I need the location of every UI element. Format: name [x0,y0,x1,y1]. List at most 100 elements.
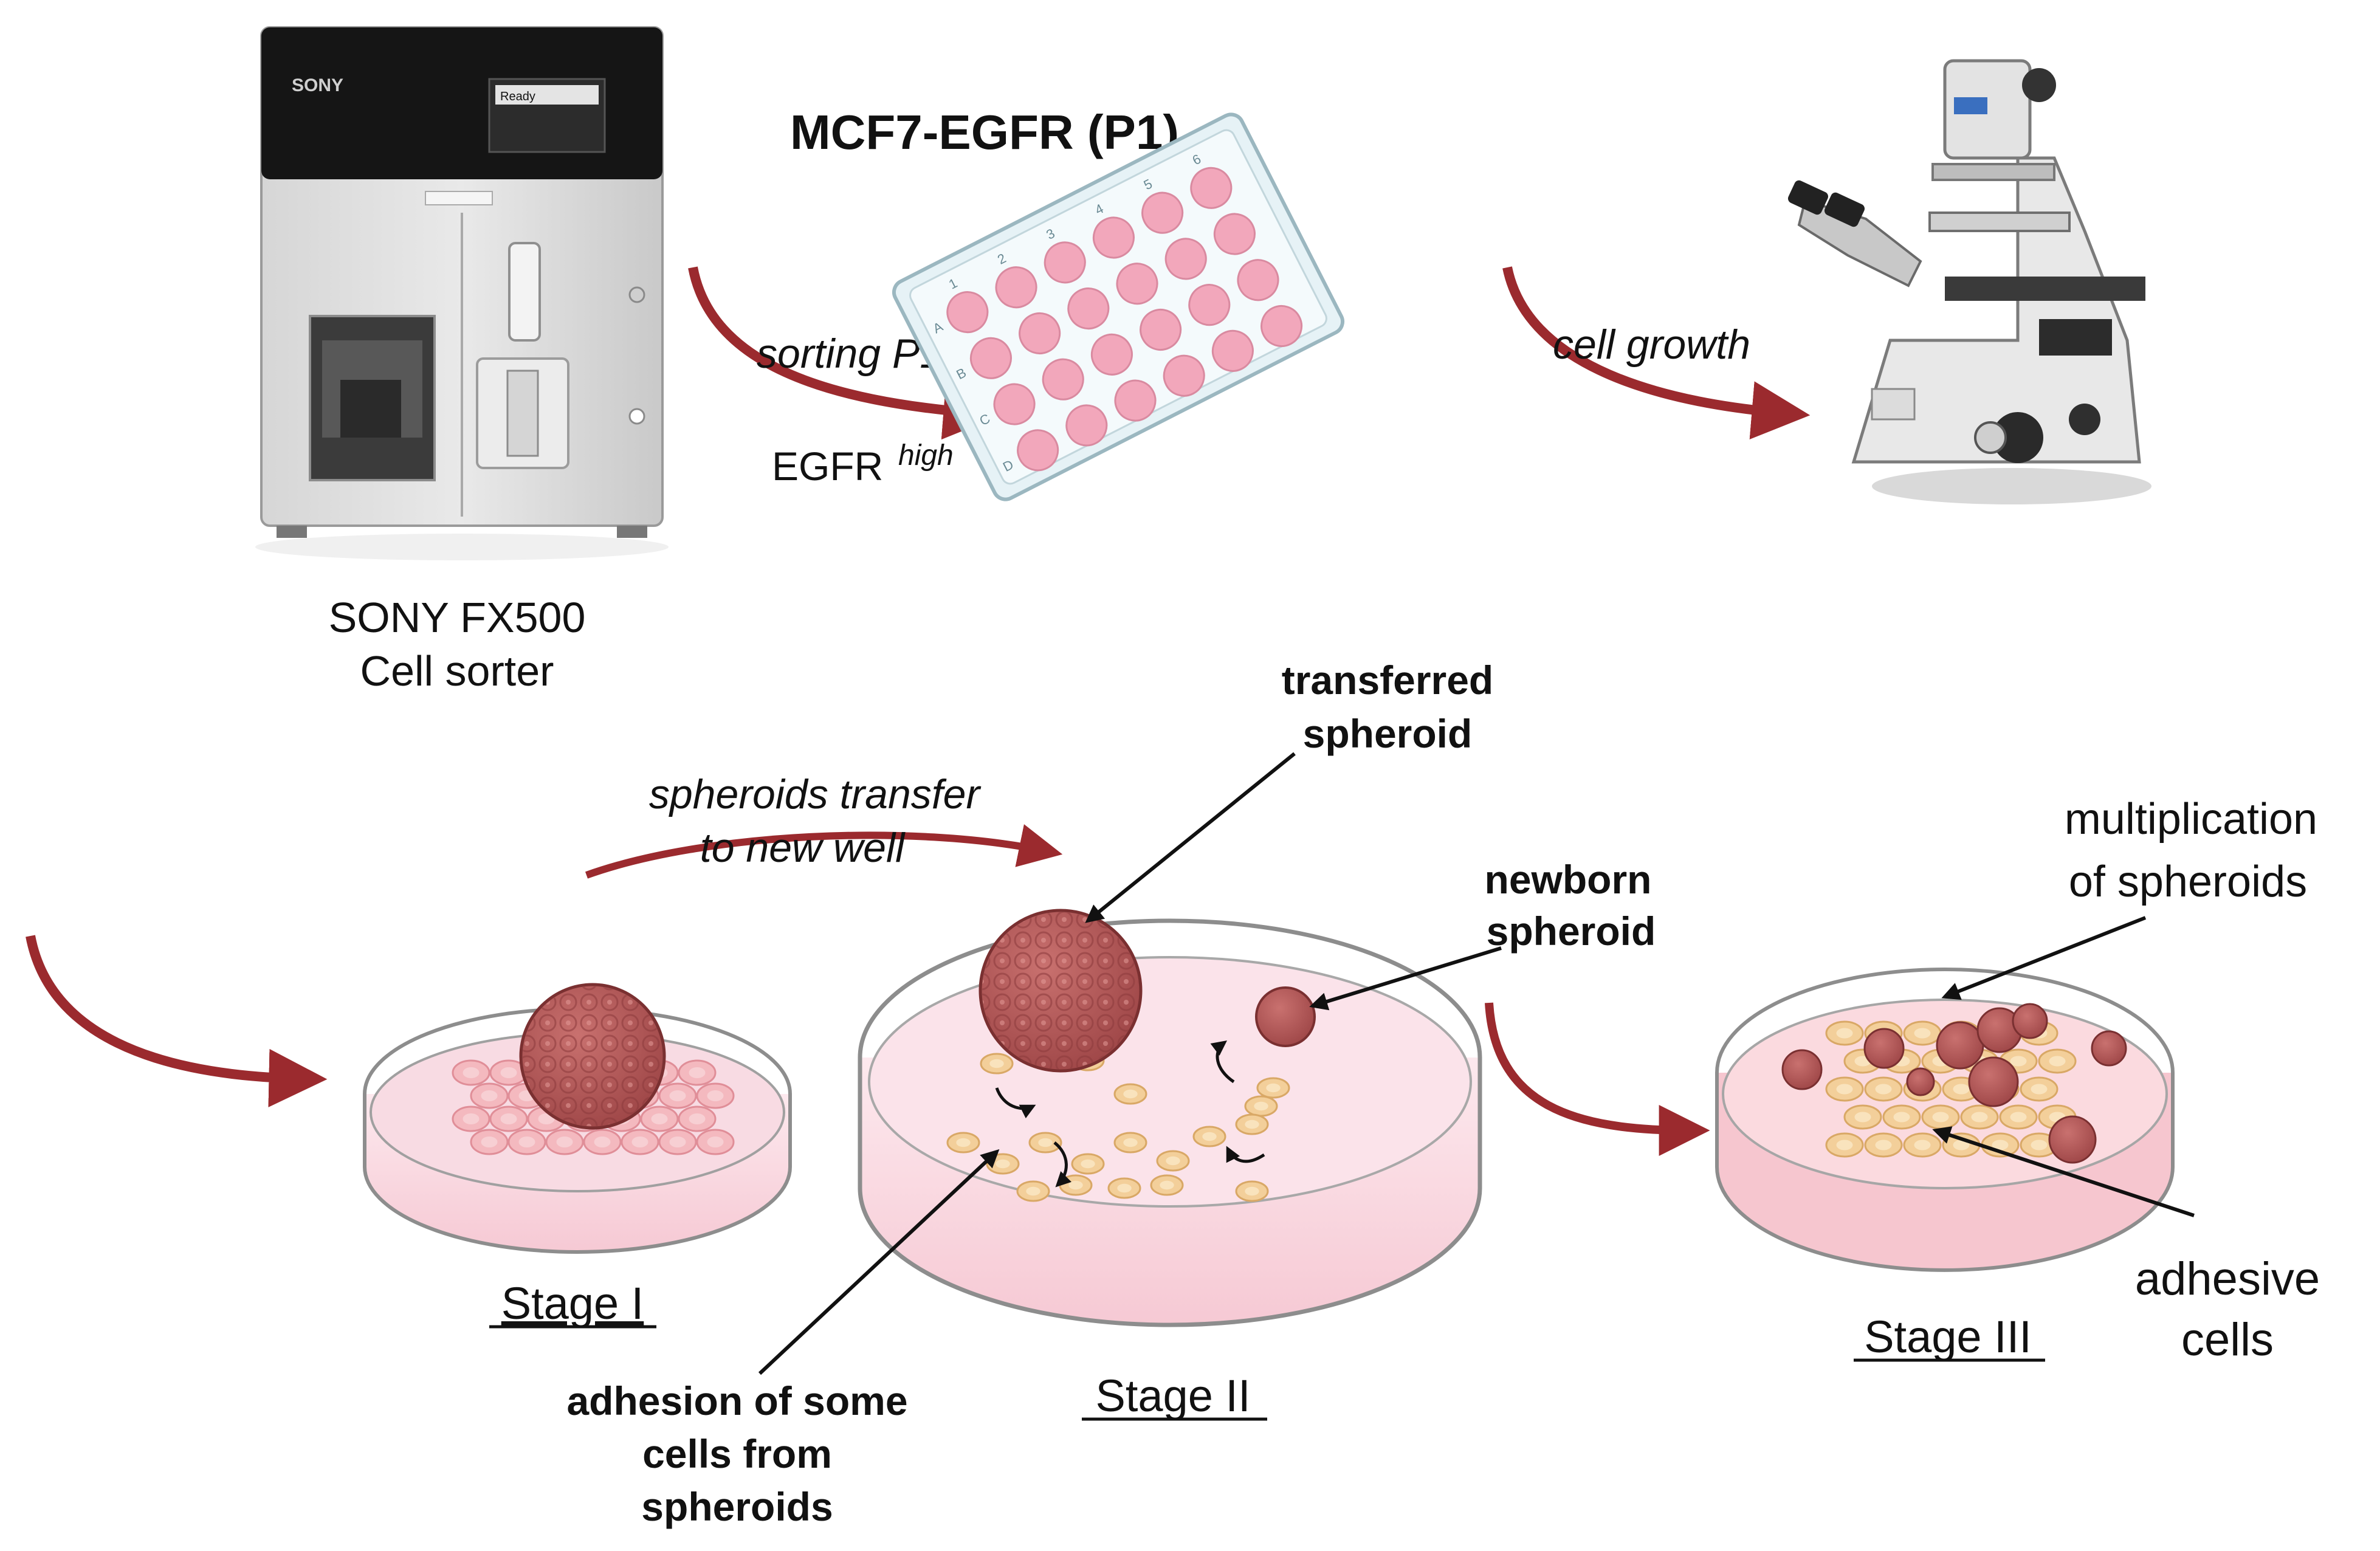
cell-nucleus [1914,1140,1931,1150]
cell-nucleus [1254,1101,1268,1111]
plate-well [946,291,989,334]
adhesive-label-line1: adhesive [2135,1253,2320,1305]
plate-well [1141,191,1184,234]
plate-well [1017,429,1059,472]
plate-well [1092,216,1135,259]
cell-nucleus [1875,1084,1892,1095]
cell-nucleus [2049,1056,2066,1067]
stage3-entry-arrow [1485,1002,1710,1156]
cell-nucleus [1914,1028,1931,1039]
multiplication-label-line2: of spheroids [2069,858,2307,906]
cell-nucleus [689,1113,706,1124]
stage3-spheroid [1863,1028,1905,1069]
cell-nucleus [1992,1140,2009,1150]
cell-nucleus [594,1137,611,1147]
transferred-label-line1: transferred [1282,658,1493,703]
plate-well [1237,259,1279,301]
stage2-dish [858,909,1482,1327]
stage3-spheroid [2012,1003,2048,1039]
stage1-dish [363,983,792,1254]
plate-wells [946,167,1303,472]
plate-well [993,383,1036,425]
stage1-entry-arrow [26,935,328,1107]
cell-nucleus [1953,1140,1970,1150]
plate-well [1164,238,1207,280]
cell-nucleus [989,1059,1004,1068]
plate-well [1211,329,1254,372]
plate-well [1213,213,1256,255]
newborn-pointer [1309,946,1502,1011]
plate-well [1190,167,1233,209]
cell-sorter-illustration: SONY Ready [255,26,669,560]
adhesion-label-line1: adhesion of some [566,1378,907,1423]
multiplication-label-line1: multiplication [2065,795,2317,844]
plate-well [1067,287,1110,330]
cell-nucleus [1026,1186,1040,1196]
sorting-arrow [688,266,1002,440]
stage2-label: Stage II [1095,1370,1250,1421]
cell-nucleus [1081,1159,1095,1169]
cell-nucleus [1836,1084,1853,1095]
multiplication-pointer [1941,916,2147,1000]
cell-nucleus [1875,1140,1892,1150]
cell-nucleus [707,1137,724,1147]
cell-nucleus [518,1137,535,1147]
stage1-label: Stage I [501,1278,644,1329]
plate-well [969,337,1012,379]
sorter-brand: SONY [292,75,343,95]
cell-nucleus [2010,1112,2027,1123]
cell-nucleus [1038,1138,1053,1147]
sorter-caption-line2: Cell sorter [360,647,554,695]
transfer-arrow [585,824,1063,879]
cell-nucleus [2031,1140,2048,1150]
plate-well [1044,241,1086,284]
cell-nucleus [956,1138,971,1147]
cell-nucleus [481,1137,498,1147]
cell-nucleus [689,1067,706,1078]
plate-well [1261,305,1303,348]
cell-nucleus [481,1090,498,1101]
egfr-label: EGFR [772,444,883,489]
stage3-label: Stage III [1864,1312,2032,1362]
transferred-pointer [1085,752,1296,923]
stage3-spheroid [1781,1049,1823,1090]
cell-nucleus [1932,1112,1949,1123]
egfr-superscript: high [898,439,954,472]
plate-well [1163,354,1205,397]
cell-nucleus [500,1067,517,1078]
cell-nucleus [2031,1084,2048,1095]
cell-nucleus [2010,1056,2027,1067]
sorter-caption-line1: SONY FX500 [329,594,586,641]
newborn-label-line2: spheroid [1487,909,1656,954]
stage3-spheroid [1936,1021,1984,1070]
cell-nucleus [1245,1119,1259,1129]
stage3-spheroid [1906,1067,1935,1096]
cell-nucleus [500,1113,517,1124]
transfer-label-line2: to new well [700,825,906,871]
plate-well [1140,308,1182,351]
plate-well [1019,312,1061,354]
cell-nucleus [1266,1083,1281,1093]
plate-title: MCF7-EGFR (P1) [790,105,1179,159]
cell-nucleus [1953,1084,1970,1095]
cell-nucleus [996,1159,1010,1169]
sorter-screen-status: Ready [500,90,535,103]
stage3-dish [1715,968,2175,1272]
cell-nucleus [463,1067,480,1078]
cell-nucleus [707,1090,724,1101]
cell-nucleus [669,1090,686,1101]
cell-nucleus [1123,1138,1138,1147]
growth-arrow [1502,266,1811,440]
adhesion-pointer [758,1149,1000,1375]
cell-nucleus [1893,1112,1910,1123]
cell-nucleus [1854,1112,1871,1123]
stage3-spheroid [1968,1056,2019,1107]
sorting-label: sorting P1 [757,331,943,377]
transfer-label-line1: spheroids transfer [649,771,982,817]
cell-nucleus [1068,1180,1083,1190]
plate-well [1065,404,1108,447]
cell-nucleus [1160,1180,1174,1190]
newborn-spheroid [1255,986,1316,1047]
